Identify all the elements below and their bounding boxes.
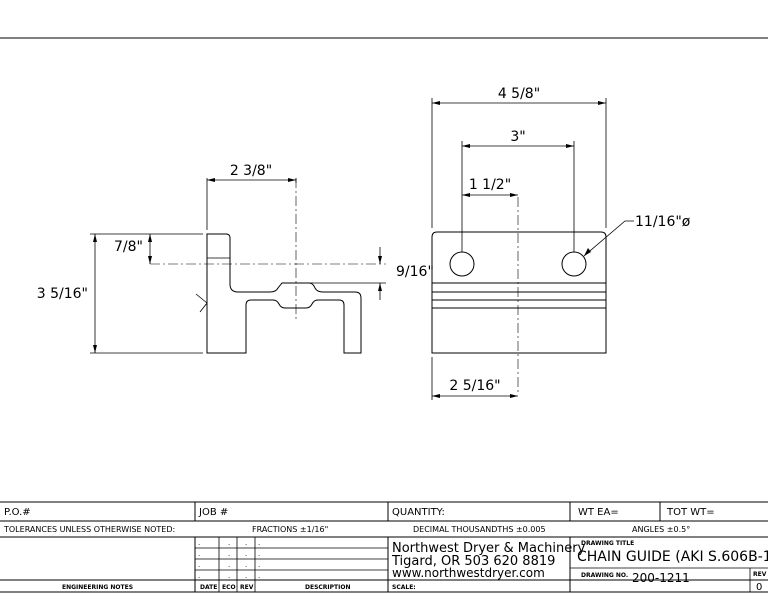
- dim-hole-offset: 9/16": [396, 264, 434, 280]
- dim-side-top: 7/8": [114, 239, 143, 255]
- scale-label: SCALE:: [392, 584, 416, 591]
- rev-row-date: .: [198, 539, 200, 547]
- po-label: P.O.#: [4, 507, 31, 518]
- rev-row-rev: .: [245, 561, 247, 569]
- rev-row-rev: .: [245, 550, 247, 558]
- company-web: www.northwestdryer.com: [392, 566, 545, 580]
- rev-row-desc: .: [258, 561, 260, 569]
- fractions-label: FRACTIONS ±1/16": [252, 525, 328, 534]
- side-view: 2 3/8" 7/8" 3 5/16" 9/16": [37, 163, 434, 354]
- job-label: JOB #: [198, 507, 228, 518]
- dim-hole-diameter: 11/16"ø: [635, 214, 691, 230]
- dim-front-half: 1 1/2": [469, 177, 511, 193]
- rev-row-date: .: [198, 550, 200, 558]
- dim-side-height: 3 5/16": [37, 286, 88, 302]
- angles-label: ANGLES ±0.5°: [632, 525, 690, 534]
- dim-side-width: 2 3/8": [230, 163, 272, 179]
- company-name: Northwest Dryer & Machinery: [392, 541, 586, 556]
- rev-value: 0: [756, 582, 762, 593]
- drawing-no-label: DRAWING NO.: [581, 572, 628, 579]
- eco-col-label: ECO: [222, 584, 236, 591]
- tolerances-label: TOLERANCES UNLESS OTHERWISE NOTED:: [3, 525, 175, 534]
- rev-row-date: .: [198, 561, 200, 569]
- side-view-break-mark: [195, 293, 208, 313]
- dim-front-width: 4 5/8": [498, 86, 540, 102]
- title-block: P.O.# JOB # QUANTITY: WT EA= TOT WT= TOL…: [0, 501, 768, 593]
- drawing-title-label: DRAWING TITLE: [581, 540, 634, 547]
- tot-wt-label: TOT WT=: [666, 507, 715, 518]
- rev-col-label: REV: [240, 584, 254, 591]
- rev-row-date: .: [198, 572, 200, 580]
- rev-row-eco: .: [228, 539, 230, 547]
- rev-label: REV: [753, 571, 767, 578]
- rev-row-desc: .: [258, 572, 260, 580]
- rev-row-eco: .: [228, 572, 230, 580]
- dim-hole-spacing: 3": [510, 129, 525, 145]
- engineering-notes-label: ENGINEERING NOTES: [62, 584, 133, 591]
- dim-front-center: 2 5/16": [449, 378, 500, 394]
- rev-table: . . . . . . . . . . . . . . . .: [198, 539, 260, 580]
- rev-row-eco: .: [228, 550, 230, 558]
- side-view-outline: [206, 233, 362, 354]
- rev-row-rev: .: [245, 572, 247, 580]
- company-address: Tigard, OR 503 620 8819: [391, 554, 555, 569]
- wt-ea-label: WT EA=: [578, 507, 619, 518]
- front-view-outline: [431, 231, 607, 354]
- decimal-label: DECIMAL THOUSANDTHS ±0.005: [413, 525, 546, 534]
- date-col-label: DATE: [200, 584, 217, 591]
- quantity-label: QUANTITY:: [392, 507, 445, 518]
- rev-row-eco: .: [228, 561, 230, 569]
- description-col-label: DESCRIPTION: [305, 584, 351, 591]
- front-view: 4 5/8" 3" 1 1/2" 11/16"ø 2 5/16": [431, 86, 691, 400]
- rev-row-rev: .: [245, 539, 247, 547]
- drawing-number: 200-1211: [632, 571, 690, 585]
- drawing-title: CHAIN GUIDE (AKI S.606B-16): [577, 549, 768, 565]
- rev-row-desc: .: [258, 550, 260, 558]
- rev-row-desc: .: [258, 539, 260, 547]
